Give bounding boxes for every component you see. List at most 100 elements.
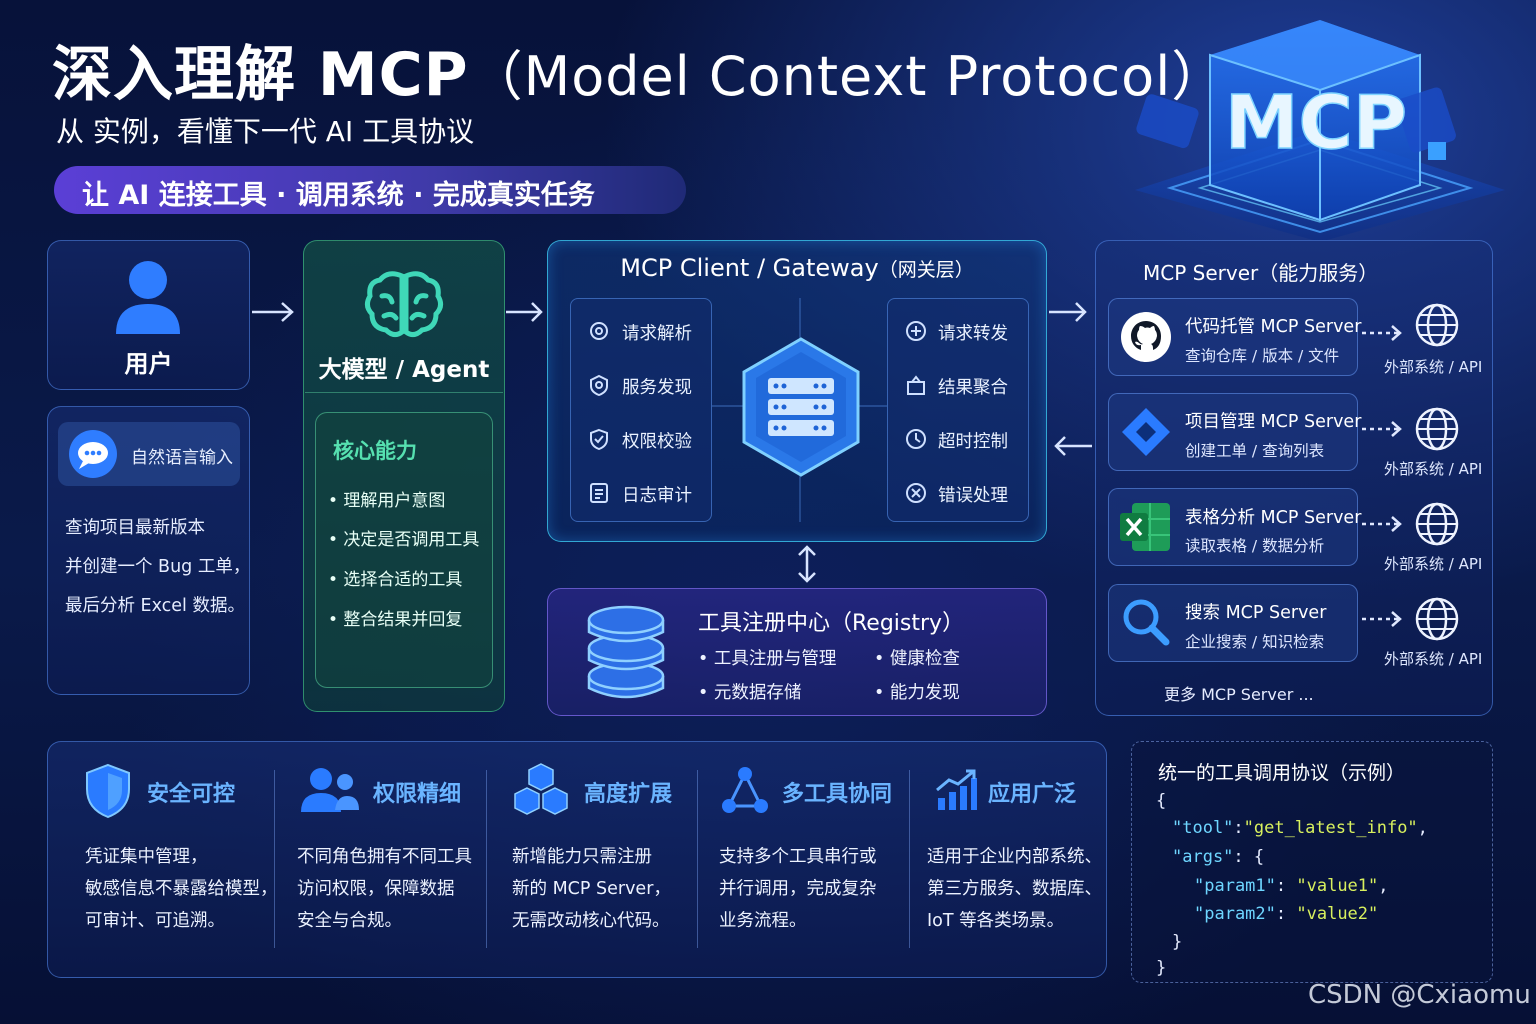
dashed-arrow-icon xyxy=(1362,516,1402,532)
code-line: "param2": "value2" xyxy=(1194,904,1379,924)
users-icon xyxy=(301,768,359,812)
client-item-error-handling: 错误处理 xyxy=(938,486,1008,506)
core-item: • 决定是否调用工具 xyxy=(328,530,480,550)
query-line: 查询项目最新版本 xyxy=(65,518,205,538)
external-system-label: 外部系统 / API xyxy=(1384,650,1483,668)
globe-icon xyxy=(1415,303,1459,347)
feature-line: 新的 MCP Server， xyxy=(512,879,671,899)
server-sub: 读取表格 / 数据分析 xyxy=(1185,537,1325,555)
excel-icon xyxy=(1120,503,1170,551)
brain-icon xyxy=(364,271,444,338)
feature-line: 无需改动核心代码。 xyxy=(512,911,670,931)
server-panel-title: MCP Server（能力服务） xyxy=(1143,261,1379,285)
feature-line: 凭证集中管理， xyxy=(85,847,208,867)
page-title: 深入理解 MCP（Model Context Protocol） xyxy=(52,26,1226,113)
package-icon xyxy=(907,375,925,395)
feature-line: 并行调用，完成复杂 xyxy=(719,879,877,899)
dashed-arrow-icon xyxy=(1362,421,1402,437)
client-item-request-forward: 请求转发 xyxy=(938,324,1008,344)
server-sub: 查询仓库 / 版本 / 文件 xyxy=(1185,347,1340,365)
server-name: 表格分析 MCP Server xyxy=(1185,508,1362,528)
feature-divider xyxy=(697,770,698,948)
code-key: "args" xyxy=(1172,847,1234,867)
code-line: "args": { xyxy=(1172,847,1265,867)
server-hub-icon xyxy=(742,337,860,477)
registry-title: 工具注册中心（Registry） xyxy=(698,611,965,636)
code-string: "value1" xyxy=(1296,876,1379,896)
agent-label: 大模型 / Agent xyxy=(318,357,490,383)
arrow-left-icon xyxy=(1054,436,1092,456)
shield-icon xyxy=(86,763,130,819)
client-item-service-discovery: 服务发现 xyxy=(622,378,692,398)
feature-title: 应用广泛 xyxy=(988,782,1077,807)
feature-line: 敏感信息不暴露给模型， xyxy=(85,879,278,899)
globe-icon xyxy=(1415,502,1459,546)
code-line: } xyxy=(1156,958,1167,978)
feature-line: 新增能力只需注册 xyxy=(512,847,652,867)
plus-circle-icon xyxy=(906,321,926,341)
database-icon xyxy=(587,605,665,699)
feature-line: 可审计、可追溯。 xyxy=(85,911,225,931)
feature-line: 第三方服务、数据库、 xyxy=(927,879,1102,899)
gear-icon xyxy=(590,322,608,340)
feature-divider xyxy=(274,770,275,948)
query-line: 最后分析 Excel 数据。 xyxy=(65,596,245,616)
feature-divider xyxy=(486,770,487,948)
mcp-cube-illustration: MCP xyxy=(1135,20,1505,240)
server-card-search xyxy=(1108,584,1358,662)
code-line: "param1": "value1", xyxy=(1194,876,1389,896)
globe-icon xyxy=(1415,407,1459,451)
cubes-icon xyxy=(514,763,568,815)
feature-line: 适用于企业内部系统、 xyxy=(927,847,1102,867)
feature-line: 业务流程。 xyxy=(719,911,807,931)
feature-divider xyxy=(909,770,910,948)
dashed-arrow-icon xyxy=(1362,611,1402,627)
client-title-suffix: （网关层） xyxy=(878,259,974,281)
error-icon xyxy=(906,483,926,503)
feature-line: 不同角色拥有不同工具 xyxy=(297,847,472,867)
arrow-right-icon xyxy=(506,302,543,322)
chat-bubble-icon xyxy=(69,430,117,478)
code-key: "tool" xyxy=(1172,818,1234,838)
shield-check-icon xyxy=(590,428,608,450)
github-icon xyxy=(1121,312,1171,362)
server-sub: 创建工单 / 查询列表 xyxy=(1185,442,1325,460)
code-string: "value2" xyxy=(1296,904,1379,924)
core-title: 核心能力 xyxy=(333,439,417,463)
chart-growth-icon xyxy=(936,769,977,810)
more-servers-label: 更多 MCP Server ... xyxy=(1164,685,1314,704)
server-name: 搜索 MCP Server xyxy=(1185,603,1327,623)
core-item: • 选择合适的工具 xyxy=(328,570,463,590)
title-main: 深入理解 MCP xyxy=(52,40,469,110)
client-item-permission-check: 权限校验 xyxy=(622,432,692,452)
watermark: CSDN @Cxiaomu xyxy=(1308,980,1531,1010)
server-name: 项目管理 MCP Server xyxy=(1185,412,1362,432)
code-key: "param2" xyxy=(1194,904,1276,924)
jira-icon xyxy=(1122,408,1170,456)
feature-title: 多工具协同 xyxy=(782,782,893,807)
code-string: "get_latest_info" xyxy=(1243,818,1418,838)
arrow-right-icon xyxy=(252,302,294,322)
clock-icon xyxy=(906,429,926,449)
globe-icon xyxy=(1415,597,1459,641)
protocol-example-panel xyxy=(1131,741,1493,983)
feature-line: 支持多个工具串行或 xyxy=(719,847,877,867)
external-system-label: 外部系统 / API xyxy=(1384,555,1483,573)
feature-line: IoT 等各类场景。 xyxy=(927,911,1065,931)
feature-line: 安全与合规。 xyxy=(297,911,402,931)
registry-item: • 工具注册与管理 xyxy=(698,649,837,669)
feature-title: 高度扩展 xyxy=(584,782,673,807)
query-line: 并创建一个 Bug 工单， xyxy=(65,557,251,577)
user-icon xyxy=(116,261,180,334)
discovery-icon xyxy=(590,374,608,396)
client-item-timeout-control: 超时控制 xyxy=(938,432,1008,452)
code-line: { xyxy=(1156,791,1167,811)
client-title-main: MCP Client / Gateway xyxy=(620,254,879,282)
arrow-updown-icon xyxy=(798,545,816,583)
core-capabilities-panel xyxy=(315,412,493,688)
external-system-label: 外部系统 / API xyxy=(1384,460,1483,478)
network-icon xyxy=(722,767,768,813)
arrow-right-icon xyxy=(1049,302,1087,322)
page-subtitle: 从 实例，看懂下一代 AI 工具协议 xyxy=(56,115,475,148)
code-line: "tool":"get_latest_info", xyxy=(1172,818,1428,838)
